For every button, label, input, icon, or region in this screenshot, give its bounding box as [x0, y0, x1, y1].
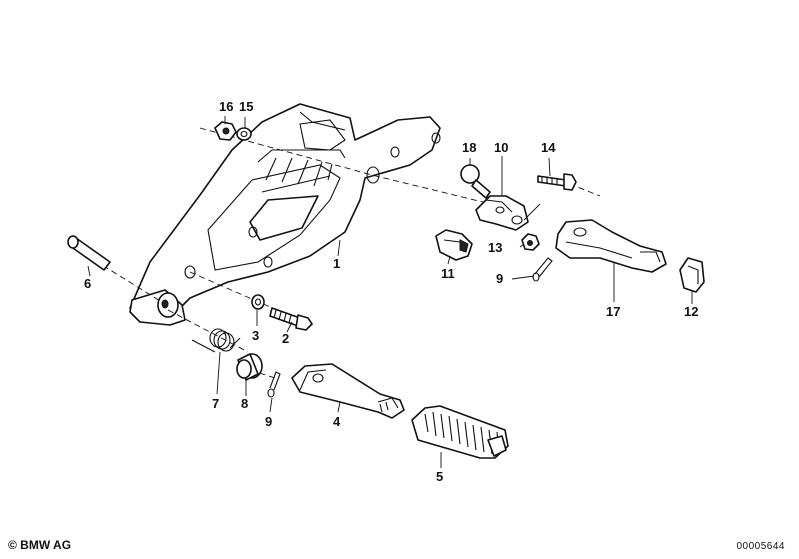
ball-joint — [460, 164, 491, 199]
screw — [523, 173, 577, 221]
callout-12: 12 — [684, 304, 698, 319]
pin — [67, 235, 111, 271]
callout-15: 15 — [239, 99, 253, 114]
callout-18: 18 — [462, 140, 476, 155]
callout-14: 14 — [541, 140, 556, 155]
callout-2: 2 — [282, 331, 289, 346]
callout-5: 5 — [436, 469, 443, 484]
bushing — [236, 353, 263, 381]
nut-small — [521, 233, 540, 251]
leader-lines — [87, 116, 693, 468]
nut — [214, 121, 237, 141]
bracket-plate — [129, 103, 441, 326]
callout-labels: 16 15 1 6 3 2 7 8 9 4 5 18 10 14 13 11 9… — [84, 99, 698, 484]
callout-8: 8 — [241, 396, 248, 411]
callout-9-upper: 9 — [496, 271, 503, 286]
callout-17: 17 — [606, 304, 620, 319]
document-number: 00005644 — [736, 541, 785, 552]
callout-3: 3 — [252, 328, 259, 343]
callout-16: 16 — [219, 99, 233, 114]
rubber-footrest — [411, 405, 509, 459]
callout-13: 13 — [488, 240, 502, 255]
split-pin-lower — [267, 371, 281, 398]
footrest — [291, 363, 405, 419]
lever — [475, 195, 529, 231]
passenger-footrest — [555, 219, 667, 273]
callout-6: 6 — [84, 276, 91, 291]
washer-small — [236, 127, 252, 141]
rubber-insert — [679, 257, 705, 293]
spring — [191, 328, 241, 353]
callout-11: 11 — [441, 266, 455, 281]
copyright-notice: © BMW AG — [8, 538, 72, 552]
split-pin-upper — [532, 257, 553, 282]
callout-9-lower: 9 — [265, 414, 272, 429]
callout-10: 10 — [494, 140, 508, 155]
bolt — [269, 307, 313, 331]
washer — [251, 294, 265, 310]
callout-1: 1 — [333, 256, 340, 271]
rubber-block — [435, 229, 473, 261]
callout-7: 7 — [212, 396, 219, 411]
callout-4: 4 — [333, 414, 341, 429]
